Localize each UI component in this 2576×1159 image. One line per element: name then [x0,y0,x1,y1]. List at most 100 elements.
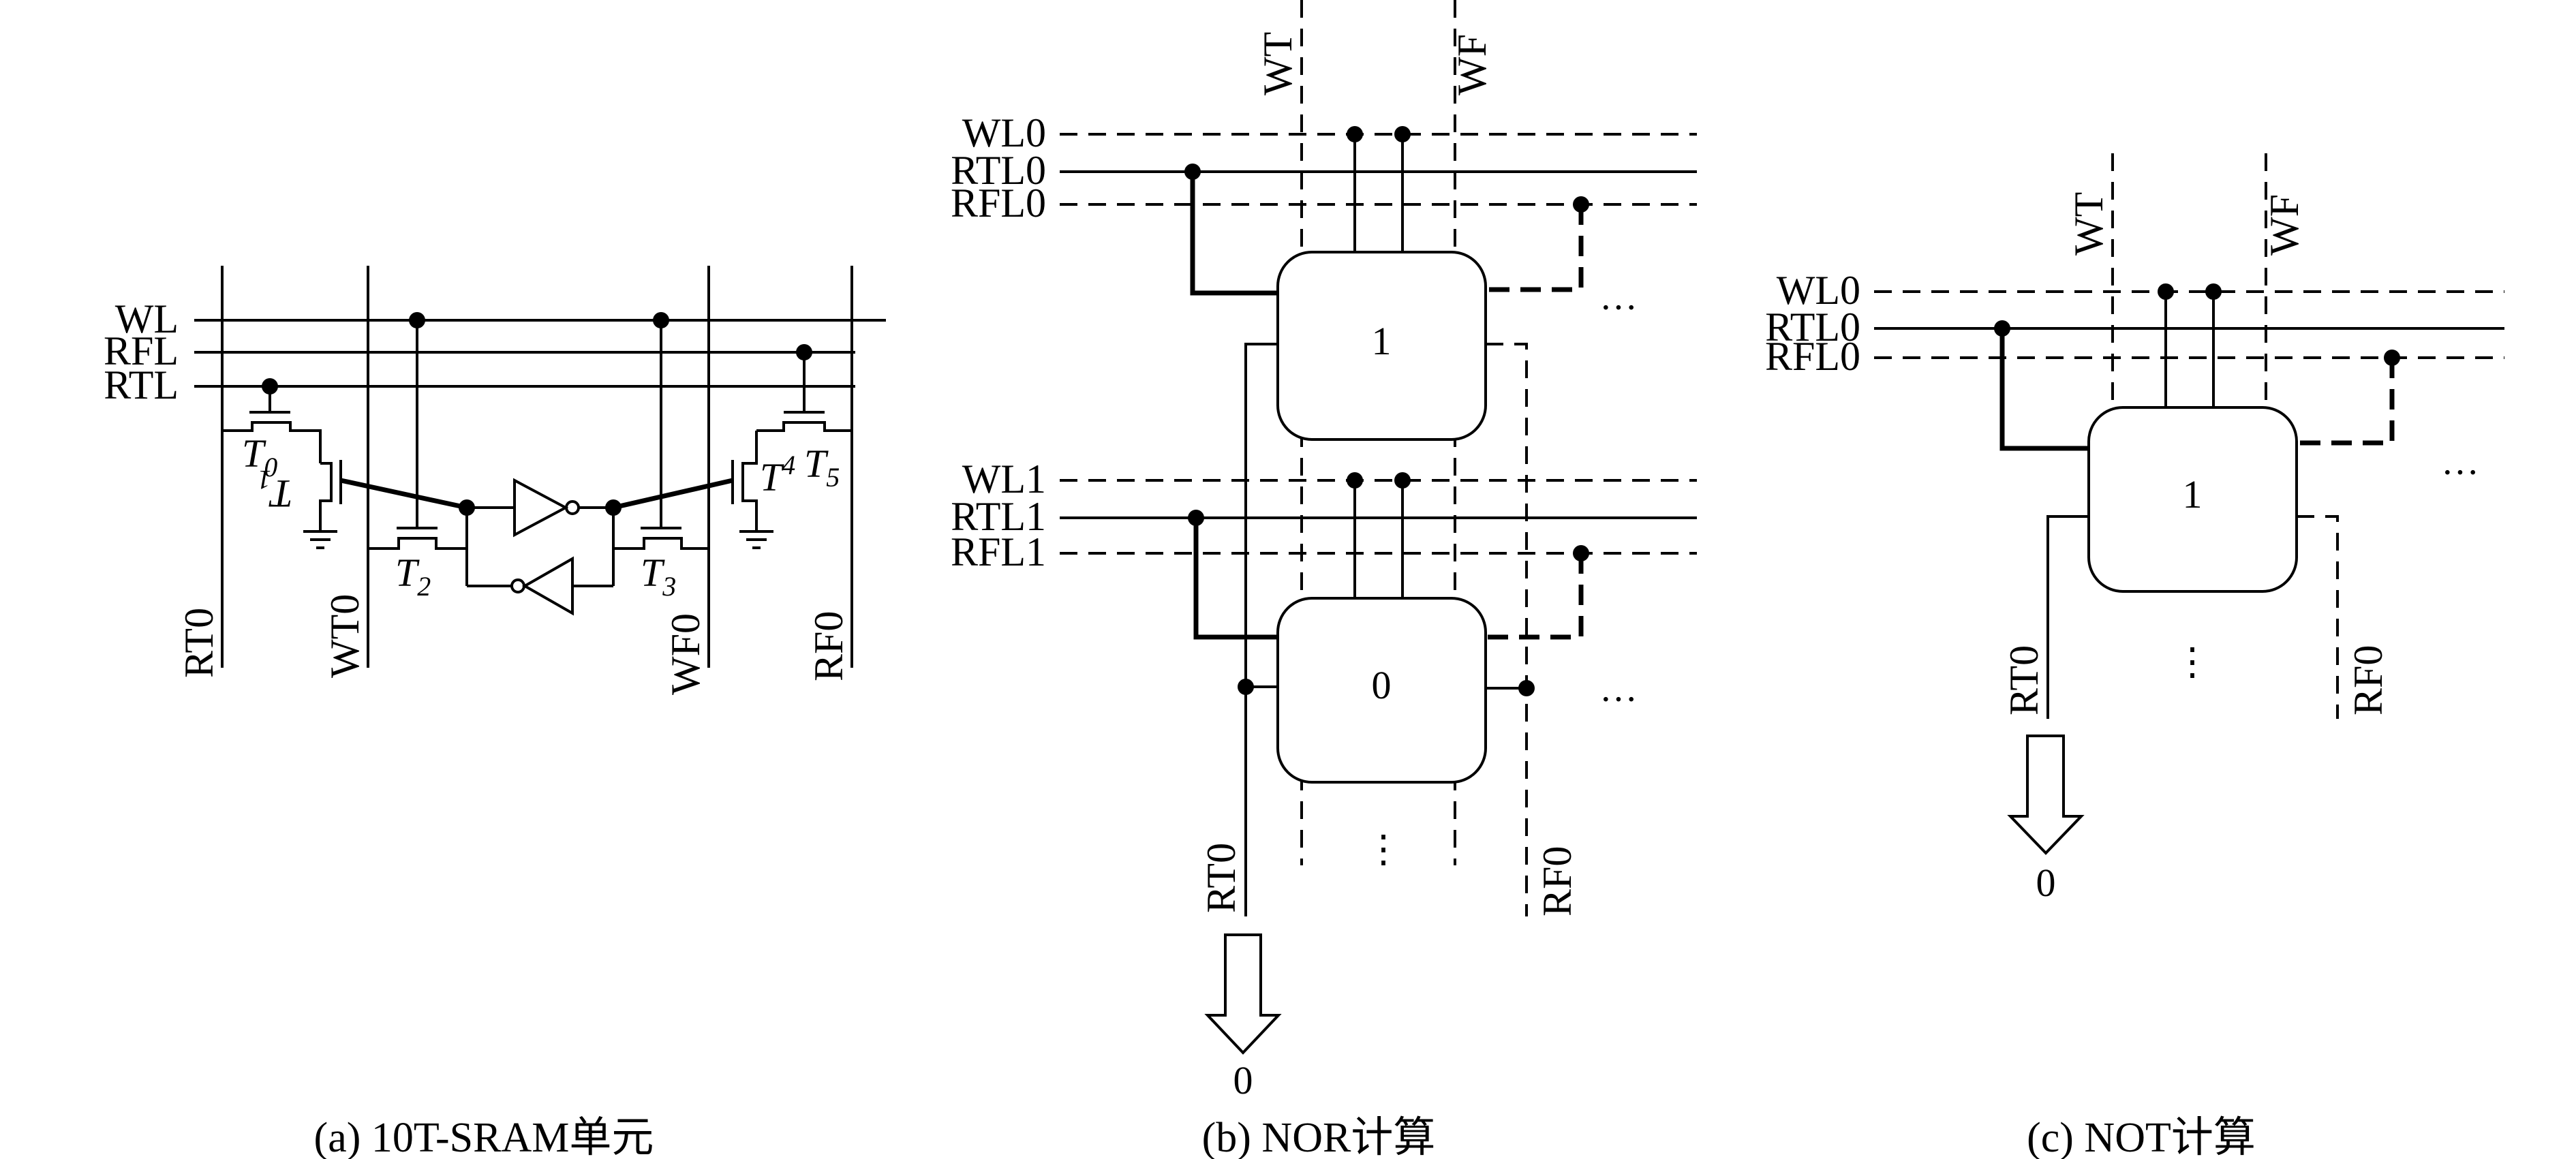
rtl0-label: RTL0 [1765,305,1860,350]
rtl1-label: RTL1 [951,494,1046,539]
panel-a-10t-sram-cell: WL RFL RTL T0 T1 T2 [104,266,886,1159]
t3-channel [613,537,709,550]
t1-ground [303,525,337,549]
cell1-rfl-connection [1486,553,1584,640]
t4-ground [739,525,773,549]
panel-b-nor-computation: WT WF WL0 RTL0 RFL0 1 ··· WL1 RTL1 RFL1 [951,0,1697,1159]
rfl0-label: RFL0 [1765,334,1860,379]
wf-label: WF [2262,194,2307,256]
t1-letter: T [269,472,293,516]
cell0-rfl-connection [1486,204,1584,292]
cell0-rfl-junction [1573,196,1589,213]
t0-label: T0 [242,431,277,482]
rf0-label: RF0 [2346,645,2391,715]
rtl-label: RTL [104,362,179,407]
caption-c: (c) NOT计算 [2027,1115,2256,1159]
rt0-label: RT0 [2002,645,2046,715]
t1-label: T1 [258,465,293,516]
t3-letter: T [641,551,665,595]
t4-channel [741,431,758,525]
cell1-value: 0 [1372,663,1392,707]
t4-label: T4 [760,450,795,499]
t2-gate-junction [409,312,425,328]
t1-channel [319,462,333,525]
column-ellipsis: ⋮ [2173,641,2211,683]
t5-subscript: 5 [826,462,840,493]
cell-box [2087,406,2298,593]
wf0-label: WF0 [663,613,708,695]
wl1-label: WL1 [962,457,1046,501]
cell-wl-junction-right [2205,283,2222,300]
caption-a: (a) 10T-SRAM单元 [314,1115,654,1159]
t5-label: T5 [804,442,840,493]
cell-wl-junction-left [2158,283,2174,300]
cell-value: 1 [2183,472,2203,516]
t0-letter: T [242,431,266,476]
column-ellipsis: ⋮ [1364,829,1402,871]
t1-subscript: 1 [258,465,271,495]
rt0-read-line [2046,515,2089,719]
row-ellipsis: ··· [2441,452,2479,494]
cell1-wl-junction-right [1394,472,1411,489]
cell1-row-ellipsis: ··· [1599,679,1638,721]
t2-letter: T [395,551,420,595]
cell1-box [1276,597,1487,784]
cell-rtl-junction [1994,320,2010,337]
rf0-cell1-junction [1518,680,1535,696]
output-value: 0 [2036,861,2056,905]
cell1-wl-junction-left [1347,472,1363,489]
node-qb-to-t4-gate [613,478,733,510]
t2-label: T2 [395,551,431,602]
t4-subscript: 4 [782,450,795,480]
cell0-box [1276,251,1487,441]
inverter-forward [513,478,569,538]
wf-label: WF [1450,34,1494,95]
cell-rfl-junction [2384,350,2400,366]
cell0-rtl-connection [1190,172,1278,296]
t3-label: T3 [641,551,676,602]
rt0-cell1-junction [1238,679,1254,695]
inverter-backward [521,556,574,616]
rf0-read-line [1486,343,1528,916]
t3-gate-junction [653,312,669,328]
output-arrow [1204,933,1282,1055]
rfl-label: RFL [104,328,179,373]
rtl0-label: RTL0 [951,148,1046,193]
caption-b: (b) NOR计算 [1202,1115,1436,1159]
rfl1-label: RFL1 [951,529,1046,574]
wl0-label: WL0 [962,110,1046,155]
wt-label: WT [2066,192,2111,256]
node-q-to-t1-gate [340,478,467,510]
wt-label: WT [1255,32,1300,95]
cell0-rtl-junction [1184,164,1201,180]
output-arrow [2007,735,2085,855]
panel-c-not-computation: WT WF WL0 RTL0 RFL0 1 ··· RT0 RF0 ⋮ 0 (c… [1765,153,2504,1159]
output-value: 0 [1233,1058,1253,1102]
t2-channel [368,537,467,550]
wl-label: WL [115,296,179,341]
t3-subscript: 3 [662,571,676,602]
t4-letter: T [760,455,784,499]
rt0-label: RT0 [177,608,221,678]
cell1-rfl-junction [1573,545,1589,561]
rt0-read-line [1244,343,1278,916]
cell0-value: 1 [1372,319,1392,363]
cell0-wl-junction-left [1347,126,1363,142]
t0-channel [222,421,322,463]
rf0-label: RF0 [806,611,851,681]
rf0-label: RF0 [1535,846,1580,916]
t5-letter: T [804,442,829,486]
rfl0-label: RFL0 [951,181,1046,226]
wt0-label: WT0 [322,594,367,678]
t5-channel [756,421,852,432]
cell0-row-ellipsis: ··· [1599,287,1638,329]
cell-rtl-connection [1999,328,2089,451]
cell1-rtl-connection [1193,518,1278,640]
cell1-rtl-junction [1188,510,1204,526]
t0-subscript: 0 [264,452,277,482]
wl0-label: WL0 [1777,268,1860,313]
t5-gate-junction [796,344,812,360]
rt0-label: RT0 [1199,843,1244,913]
rf0-read-line [2297,515,2339,719]
